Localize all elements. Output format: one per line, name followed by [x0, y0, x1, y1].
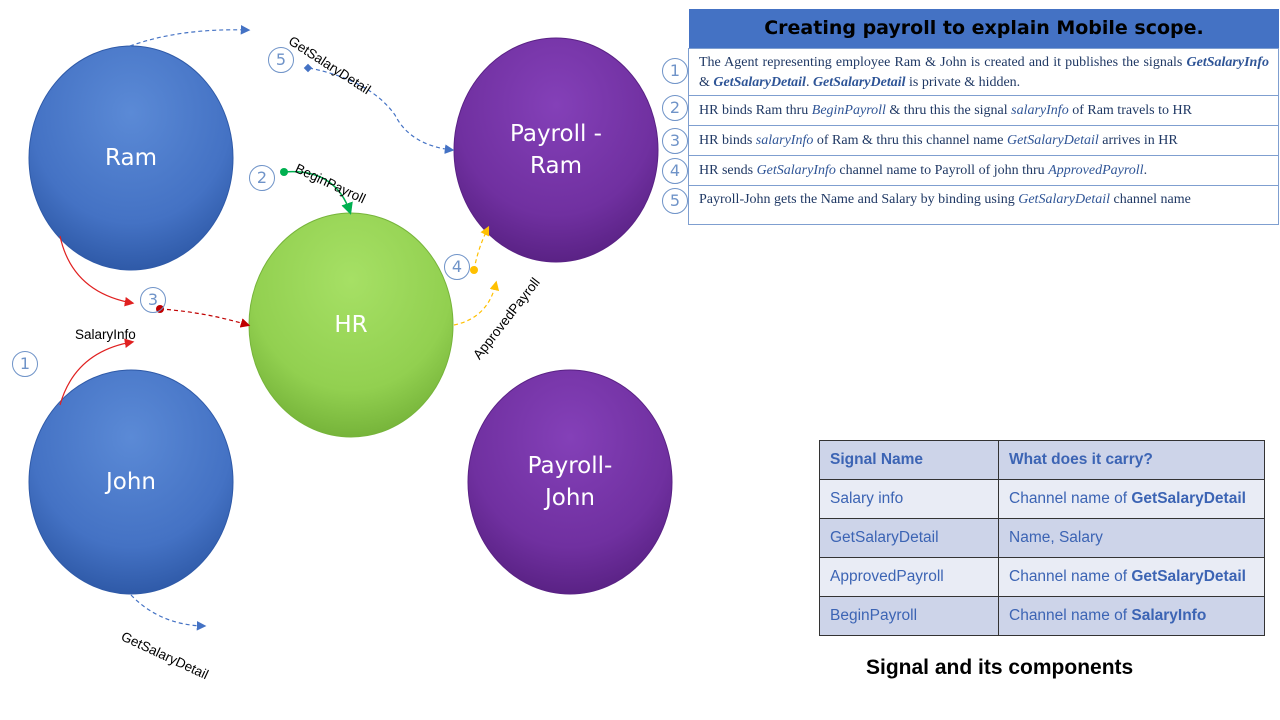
john-label: John [105, 469, 156, 495]
signal-table: Signal Name What does it carry? Salary i… [819, 440, 1265, 636]
john-node [28, 369, 234, 595]
salary-info-to-hr-arrow [159, 308, 251, 328]
step-marker-2: 2 [249, 165, 275, 191]
table-cell-carries: Channel name of SalaryInfo [998, 596, 1265, 636]
salary-info-label: SalaryInfo [75, 327, 136, 342]
step-number-3: 3 [662, 128, 688, 154]
step-number-2: 2 [662, 95, 688, 121]
payroll-ram-label: Payroll - Ram [491, 118, 621, 182]
step-marker-4: 4 [444, 254, 470, 280]
payroll-ram-label-line2: Ram [530, 153, 582, 179]
table-cell-signal: Salary info [819, 479, 999, 519]
begin-payroll-arrow [283, 170, 353, 215]
table-row: GetSalaryDetail Name, Salary [819, 518, 1265, 558]
payroll-ram-label-line1: Payroll - [510, 121, 602, 147]
step-text-1: The Agent representing employee Ram & Jo… [699, 55, 1269, 90]
table-row: BeginPayroll Channel name of SalaryInfo [819, 596, 1265, 636]
table-caption: Signal and its components [866, 656, 1134, 679]
payroll-john-node [467, 369, 673, 595]
step-text-4: HR sends GetSalaryInfo channel name to P… [699, 163, 1148, 178]
get-salary-detail-source-dot [303, 63, 313, 73]
ram-to-marker3-arrow [59, 235, 135, 307]
step-number-1: 1 [662, 58, 688, 84]
step-row-1: The Agent representing employee Ram & Jo… [689, 48, 1279, 96]
step-number-4: 4 [662, 158, 688, 184]
ram-label: Ram [105, 145, 157, 171]
step-row-3: HR binds salaryInfo of Ram & thru this c… [689, 126, 1279, 156]
table-row: ApprovedPayroll Channel name of GetSalar… [819, 557, 1265, 597]
steps-panel [688, 48, 1279, 225]
step-row-2: HR binds Ram thru BeginPayroll & thru th… [689, 96, 1279, 126]
approved-payroll-arrow [453, 280, 500, 326]
step-row-4: HR sends GetSalaryInfo channel name to P… [689, 156, 1279, 186]
step-marker-1: 1 [12, 351, 38, 377]
approved-payroll-source-dot [470, 266, 478, 274]
table-cell-signal: BeginPayroll [819, 596, 999, 636]
step-row-5: Payroll-John gets the Name and Salary by… [689, 186, 1279, 225]
table-header-signal-name: Signal Name [819, 440, 999, 480]
table-row: Salary info Channel name of GetSalaryDet… [819, 479, 1265, 519]
hr-to-payroll-ram-arrow [473, 225, 490, 271]
john-salary-info-arrow [59, 338, 135, 406]
table-cell-signal: GetSalaryDetail [819, 518, 999, 558]
payroll-john-label-line1: Payroll- [527, 453, 613, 479]
table-header-carries: What does it carry? [998, 440, 1265, 480]
step-text-5: Payroll-John gets the Name and Salary by… [699, 192, 1191, 207]
step-text-3: HR binds salaryInfo of Ram & thru this c… [699, 133, 1178, 148]
step-marker-3: 3 [140, 287, 166, 313]
table-header-row: Signal Name What does it carry? [819, 440, 1265, 480]
step-marker-5: 5 [268, 47, 294, 73]
steps-title: Creating payroll to explain Mobile scope… [689, 9, 1279, 48]
hr-label: HR [334, 312, 368, 338]
get-salary-detail-bottom-arrow [130, 594, 207, 631]
table-cell-carries: Name, Salary [998, 518, 1265, 558]
table-cell-carries: Channel name of GetSalaryDetail [998, 479, 1265, 519]
step-number-5: 5 [662, 188, 688, 214]
begin-payroll-source-dot [280, 168, 288, 176]
table-cell-signal: ApprovedPayroll [819, 557, 999, 597]
get-salary-detail-top-arrow [129, 24, 251, 47]
get-salary-detail-to-payroll-arrow [308, 67, 455, 154]
step-text-2: HR binds Ram thru BeginPayroll & thru th… [699, 103, 1192, 118]
payroll-john-label-line2: John [544, 485, 595, 511]
payroll-john-label: Payroll- John [505, 450, 635, 514]
table-cell-carries: Channel name of GetSalaryDetail [998, 557, 1265, 597]
